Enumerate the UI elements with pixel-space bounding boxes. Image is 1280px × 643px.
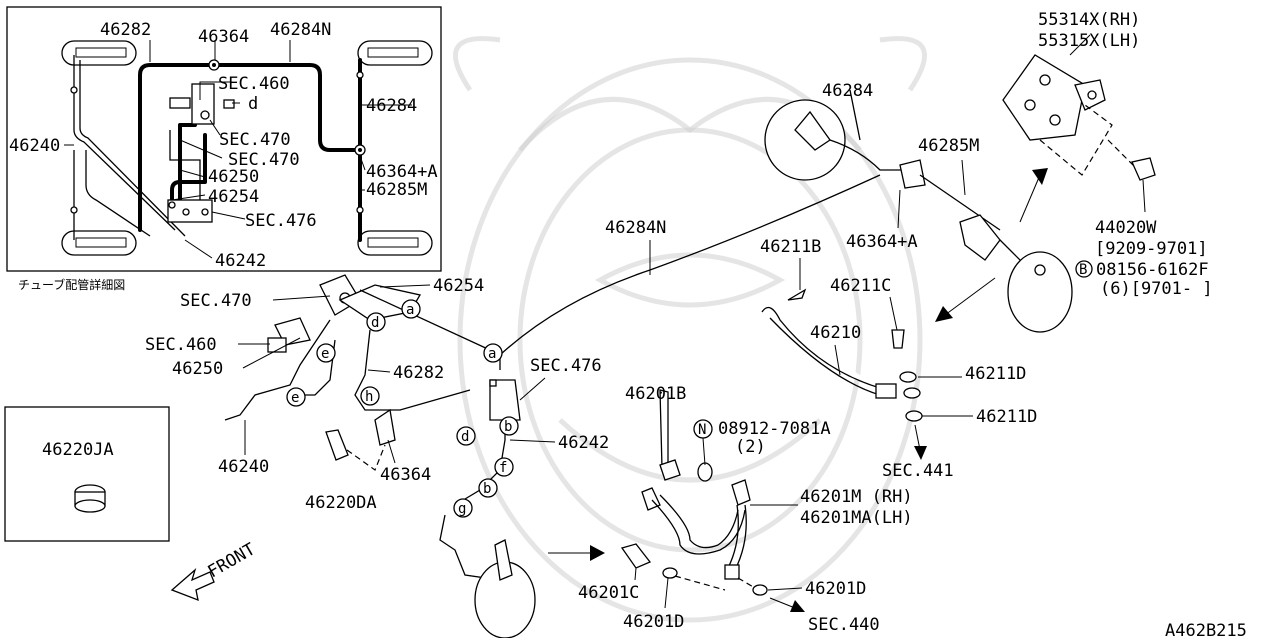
label-08912-qty: (2) — [735, 437, 766, 457]
inset-label-sec476: SEC.476 — [245, 211, 317, 231]
label-sec441: SEC.441 — [882, 461, 954, 481]
label-44020w: 44020W — [1095, 218, 1157, 238]
label-46211b: 46211B — [760, 237, 821, 257]
bracket-assembly — [1002, 34, 1156, 213]
front-right-brake — [764, 89, 1073, 333]
inset-label-46250: 46250 — [208, 167, 259, 187]
label-46201d-2: 46201D — [623, 612, 684, 632]
inset-label-46254: 46254 — [208, 187, 259, 207]
inset-label-sec470-1: SEC.470 — [219, 130, 291, 150]
label-46220da: 46220DA — [305, 493, 377, 513]
label-46220ja: 46220JA — [42, 440, 114, 460]
label-sec476-main: SEC.476 — [530, 356, 602, 376]
inset-label-46284: 46284 — [366, 96, 417, 116]
front-indicator: FRONT — [170, 539, 259, 602]
marker-e-2: e — [291, 390, 299, 406]
label-55314x: 55314X(RH) — [1038, 10, 1140, 30]
rear-hose-46210 — [761, 288, 923, 422]
inset-label-sec470-2: SEC.470 — [228, 150, 300, 170]
inset-label-sec460: SEC.460 — [218, 74, 290, 94]
marker-b: B — [1079, 262, 1087, 278]
circle-markers: a a d e e h d b f b g — [286, 299, 519, 518]
direction-arrows — [548, 168, 1048, 612]
marker-b-circle — [1075, 260, 1093, 278]
label-46284n-main: 46284N — [605, 218, 666, 238]
label-46250-main: 46250 — [172, 359, 223, 379]
marker-f: f — [499, 460, 507, 476]
inset-label-46364: 46364 — [198, 27, 249, 47]
inset-label-d: d — [248, 94, 258, 114]
marker-h: h — [365, 389, 373, 405]
inset-label-46242: 46242 — [215, 251, 266, 271]
label-46285m-front: 46285M — [918, 136, 979, 156]
inset-label-46282: 46282 — [100, 20, 151, 40]
inset-wheel-rr — [357, 230, 433, 256]
master-cylinder-area — [224, 274, 536, 639]
label-46210: 46210 — [810, 323, 861, 343]
marker-a-1: a — [406, 302, 414, 318]
inset-label-46284n: 46284N — [270, 20, 331, 40]
label-sec460-main: SEC.460 — [145, 335, 217, 355]
label-08912: 08912-7081A — [718, 419, 831, 439]
label-46211d-1: 46211D — [965, 364, 1026, 384]
label-46254-main: 46254 — [433, 276, 484, 296]
label-08156-qty: (6)[9701- ] — [1100, 279, 1213, 299]
marker-g: g — [458, 501, 466, 517]
marker-b-1: b — [504, 419, 512, 435]
label-46240-main: 46240 — [218, 457, 269, 477]
label-sec440: SEC.440 — [808, 615, 880, 635]
marker-d-1: d — [371, 315, 379, 331]
watermark-emblem — [452, 36, 928, 623]
front-label: FRONT — [205, 539, 259, 582]
label-08156: 08156-6162F — [1096, 260, 1209, 280]
inset-caption: チューブ配管詳細図 — [18, 277, 125, 292]
plug-inset — [4, 406, 170, 542]
label-46211d-2: 46211D — [976, 407, 1037, 427]
inset-wheel-rl — [61, 230, 137, 256]
marker-n: N — [698, 422, 706, 438]
label-46201ma: 46201MA(LH) — [800, 508, 913, 528]
label-46201b: 46201B — [625, 384, 686, 404]
diagram-code: A462B215 — [1165, 621, 1247, 638]
inset-label-46285m: 46285M — [366, 180, 427, 200]
label-55315x: 55315X(LH) — [1038, 31, 1140, 51]
label-date-range: [9209-9701] — [1095, 239, 1208, 259]
label-46201d-1: 46201D — [805, 579, 866, 599]
label-46211c: 46211C — [830, 276, 891, 296]
marker-e-1: e — [321, 346, 329, 362]
inset-label-46364a: 46364+A — [366, 162, 438, 182]
label-sec470-main: SEC.470 — [180, 291, 252, 311]
label-46284-front: 46284 — [822, 81, 873, 101]
inset-wheel-fr — [357, 40, 433, 66]
inset-label-46240: 46240 — [9, 136, 60, 156]
rear-hose-46201m — [620, 389, 768, 596]
label-46364-main: 46364 — [380, 465, 431, 485]
inset-wheel-fl — [61, 40, 137, 66]
marker-a-2: a — [488, 346, 496, 362]
label-46282-main: 46282 — [393, 363, 444, 383]
marker-b-2: b — [483, 481, 491, 497]
label-46201c: 46201C — [578, 583, 639, 603]
label-46242-main: 46242 — [558, 433, 609, 453]
label-46201m: 46201M (RH) — [800, 487, 913, 507]
marker-d-2: d — [461, 429, 469, 445]
label-46364a-front: 46364+A — [846, 232, 918, 252]
tube-detail-inset: 46282 46364 46284N 46240 SEC.460 d SEC.4… — [6, 6, 442, 272]
